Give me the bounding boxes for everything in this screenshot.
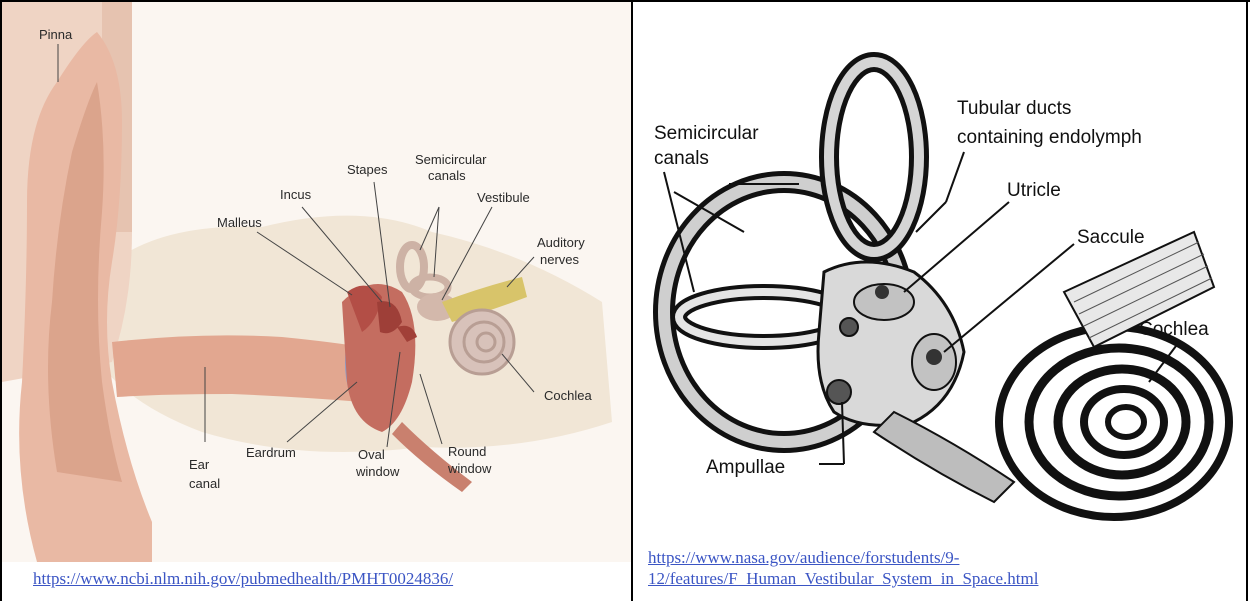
label-semicircular-1: Semicircular <box>415 152 487 167</box>
label-tubular-2: containing endolymph <box>957 127 1142 148</box>
label-semicircular-2: canals <box>654 148 709 169</box>
label-round-2: window <box>447 461 492 476</box>
ear-anatomy-diagram: Pinna Stapes Semicircular canals Incus V… <box>2 2 631 601</box>
table-cell-ear-anatomy: Pinna Stapes Semicircular canals Incus V… <box>2 2 631 601</box>
label-ampullae: Ampullae <box>706 457 785 478</box>
table-divider <box>631 0 633 601</box>
cochlea-spiral <box>999 327 1229 517</box>
label-tubular-1: Tubular ducts <box>957 98 1071 119</box>
vestibular-diagram: Semicircular canals Tubular ducts contai… <box>634 2 1246 601</box>
label-auditory-1: Auditory <box>537 235 585 250</box>
ear-canal-shape <box>112 335 362 402</box>
source-link-nasa-line1[interactable]: https://www.nasa.gov/audience/forstudent… <box>648 547 959 569</box>
label-semicircular-2: canals <box>428 168 466 183</box>
label-saccule: Saccule <box>1077 227 1145 248</box>
label-cochlea: Cochlea <box>1139 319 1209 340</box>
ampulla-2 <box>840 318 858 336</box>
label-utricle: Utricle <box>1007 180 1061 201</box>
label-ear-canal-2: canal <box>189 476 220 491</box>
label-incus: Incus <box>280 187 312 202</box>
label-pinna: Pinna <box>39 27 73 42</box>
label-cochlea: Cochlea <box>544 388 592 403</box>
label-vestibule: Vestibule <box>477 190 530 205</box>
source-link-nasa-line2[interactable]: 12/features/F_Human_Vestibular_System_in… <box>648 568 1038 590</box>
label-oval-2: window <box>355 464 400 479</box>
label-malleus: Malleus <box>217 215 262 230</box>
label-ear-canal-1: Ear <box>189 457 210 472</box>
label-semicircular-1: Semicircular <box>654 123 759 144</box>
table-border-right <box>1246 0 1248 601</box>
utricle-dot <box>875 285 889 299</box>
label-eardrum: Eardrum <box>246 445 296 460</box>
label-oval-1: Oval <box>358 447 385 462</box>
label-auditory-2: nerves <box>540 252 580 267</box>
ampulla-1 <box>827 380 851 404</box>
table-cell-vestibular-system: Semicircular canals Tubular ducts contai… <box>634 2 1246 601</box>
source-link-ncbi[interactable]: https://www.ncbi.nlm.nih.gov/pubmedhealt… <box>33 568 453 590</box>
label-round-1: Round <box>448 444 486 459</box>
saccule-dot <box>926 349 942 365</box>
label-stapes: Stapes <box>347 162 388 177</box>
